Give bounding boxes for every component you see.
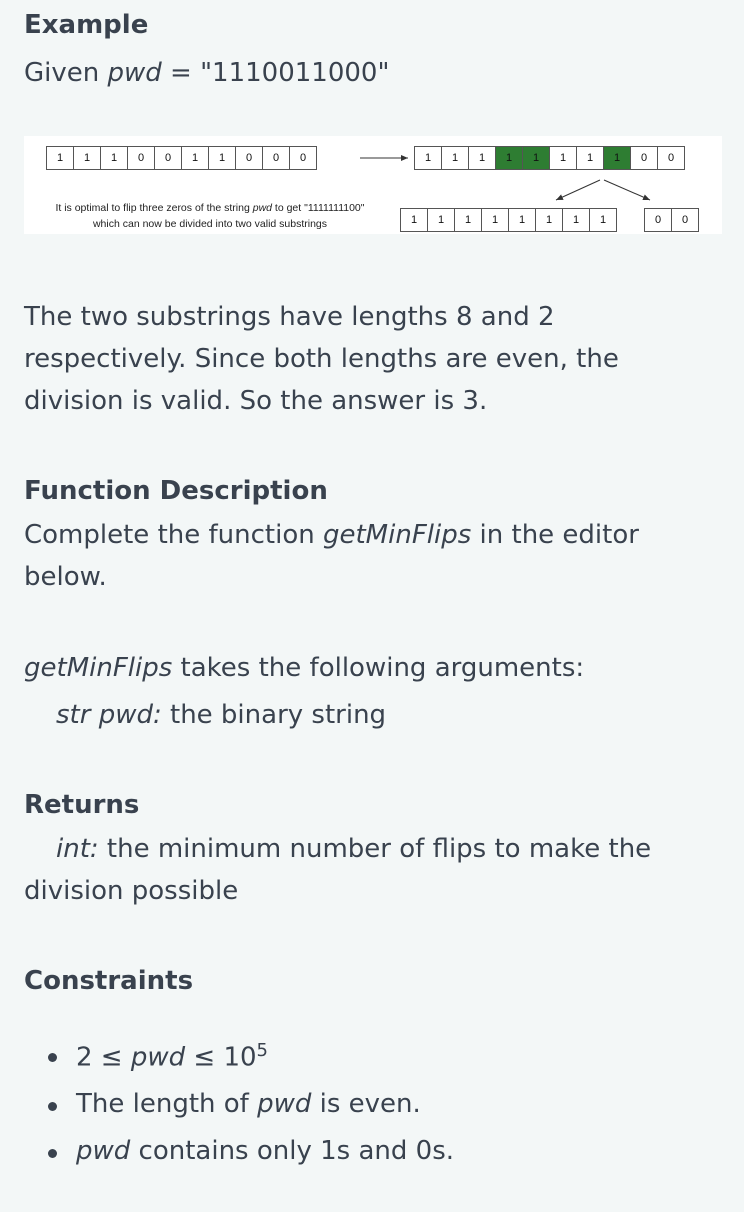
constraint-even-length: The length of pwd is even. [76, 1089, 421, 1119]
function-name: getMinFlips [322, 520, 472, 550]
bit-cell: 1 [535, 208, 563, 232]
argument-pwd: str pwd: the binary string [56, 700, 387, 730]
bit-cell: 1 [46, 146, 74, 170]
bit-cell: 0 [289, 146, 317, 170]
bullet-icon [48, 1053, 57, 1062]
bit-cell: 1 [549, 146, 577, 170]
example-heading: Example [24, 10, 149, 40]
bit-cell: 1 [468, 146, 496, 170]
bit-cell: 0 [644, 208, 672, 232]
returns-text: int: the minimum number of flips to make… [24, 834, 652, 906]
split-arrow-left [555, 179, 601, 201]
constraints-heading: Constraints [24, 966, 194, 996]
bit-cell: 0 [154, 146, 182, 170]
bit-cell: 0 [235, 146, 263, 170]
bit-cell: 0 [657, 146, 685, 170]
function-description-heading: Function Description [24, 476, 328, 506]
bit-cell: 1 [400, 208, 428, 232]
bit-cell: 1 [562, 208, 590, 232]
bit-cell: 1 [181, 146, 209, 170]
figure-arrows [360, 155, 651, 201]
bullet-icon [48, 1149, 57, 1158]
bit-cell: 1 [508, 208, 536, 232]
function-description-text: Complete the function getMinFlips in the… [24, 520, 639, 592]
constraint-binary-only: pwd contains only 1s and 0s. [76, 1136, 455, 1166]
bit-cell: 1 [414, 146, 442, 170]
given-var: pwd [107, 58, 162, 88]
bit-cell: 1 [441, 146, 469, 170]
bit-cell: 0 [671, 208, 699, 232]
bullet-icon [48, 1102, 57, 1111]
returns-heading: Returns [24, 790, 140, 820]
bit-cell: 1 [589, 208, 617, 232]
figure-caption: It is optimal to flip three zeros of the… [55, 202, 365, 230]
split-arrow-right [603, 179, 651, 201]
bit-cell: 1 [208, 146, 236, 170]
bit-cell: 1 [454, 208, 482, 232]
given-line: Given pwd = "1110011000" [24, 58, 390, 88]
arguments-line: getMinFlips takes the following argument… [24, 653, 585, 683]
bit-cell: 1 [73, 146, 101, 170]
explanation-text: The two substrings have lengths 8 and 2 … [24, 302, 619, 416]
constraint-length-range: 2 ≤ pwd ≤ 105 [76, 1040, 268, 1073]
